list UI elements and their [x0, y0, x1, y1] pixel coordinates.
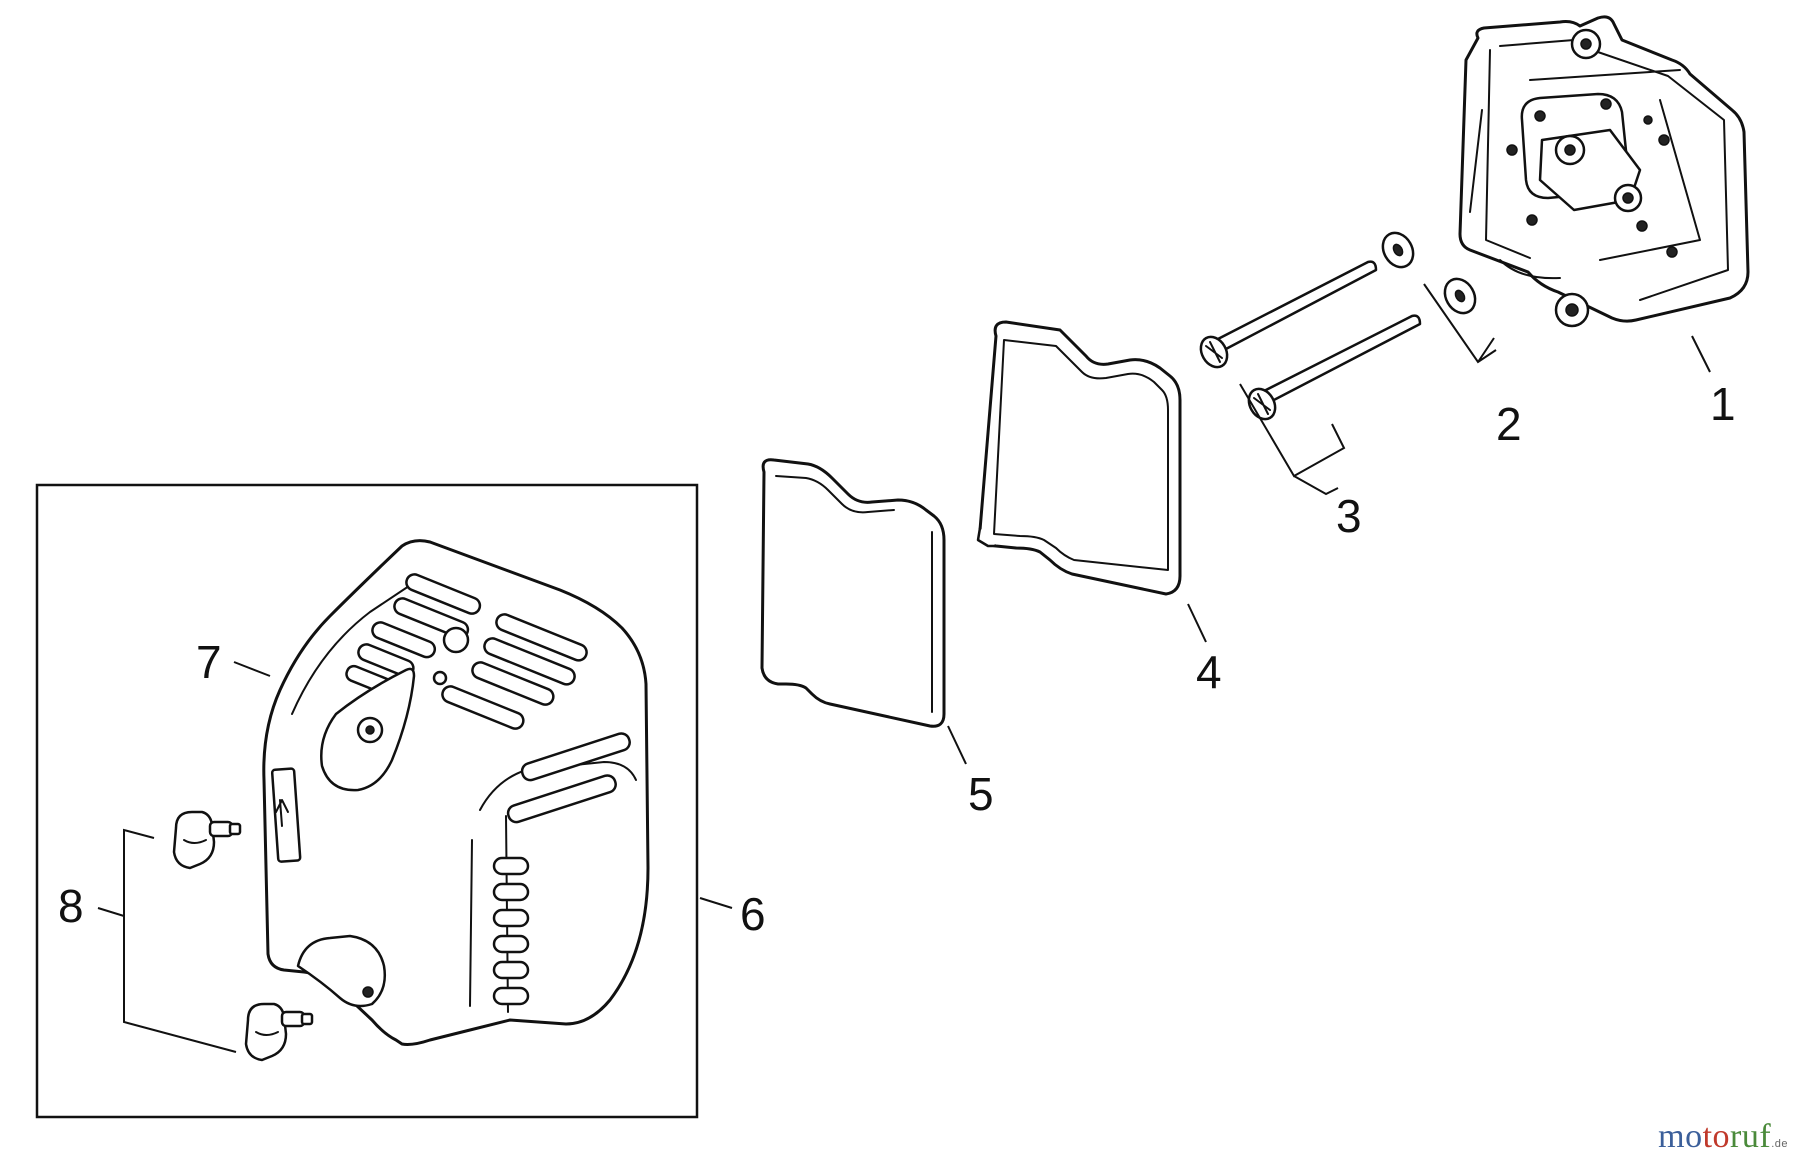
- leader-6: [699, 897, 733, 909]
- part-4-gasket: [976, 320, 1182, 596]
- leader-lines: [97, 283, 1711, 1053]
- assembly-6-frame: [35, 483, 699, 1119]
- watermark-suffix: .de: [1771, 1138, 1788, 1150]
- watermark-logo: motoruf.de: [1658, 1118, 1788, 1156]
- callout-5: 5: [968, 768, 994, 820]
- callout-8: 8: [58, 880, 84, 932]
- callout-3: 3: [1336, 490, 1362, 542]
- leader-4: [1187, 603, 1207, 643]
- leader-8: [97, 828, 237, 1053]
- part-1-head-cover: [1458, 15, 1750, 328]
- part-7-engine-cover: [262, 539, 650, 1046]
- callout-7: 7: [196, 636, 222, 688]
- leader-2: [1423, 283, 1497, 364]
- leader-5: [947, 725, 967, 765]
- leader-1: [1691, 335, 1711, 373]
- callout-numbers: 1 2 3 4 5 6 7 8: [58, 378, 1736, 940]
- watermark-brand: motoruf: [1658, 1118, 1772, 1155]
- callout-4: 4: [1196, 646, 1222, 698]
- leader-3: [1239, 383, 1346, 496]
- part-8-knobs: [172, 810, 314, 1062]
- part-2-washers: [1381, 231, 1477, 315]
- part-3-bolts: [1199, 260, 1422, 421]
- leader-7: [233, 661, 271, 677]
- callout-6: 6: [740, 888, 766, 940]
- part-5-filter: [760, 458, 946, 728]
- callout-1: 1: [1710, 378, 1736, 430]
- callout-2: 2: [1496, 398, 1522, 450]
